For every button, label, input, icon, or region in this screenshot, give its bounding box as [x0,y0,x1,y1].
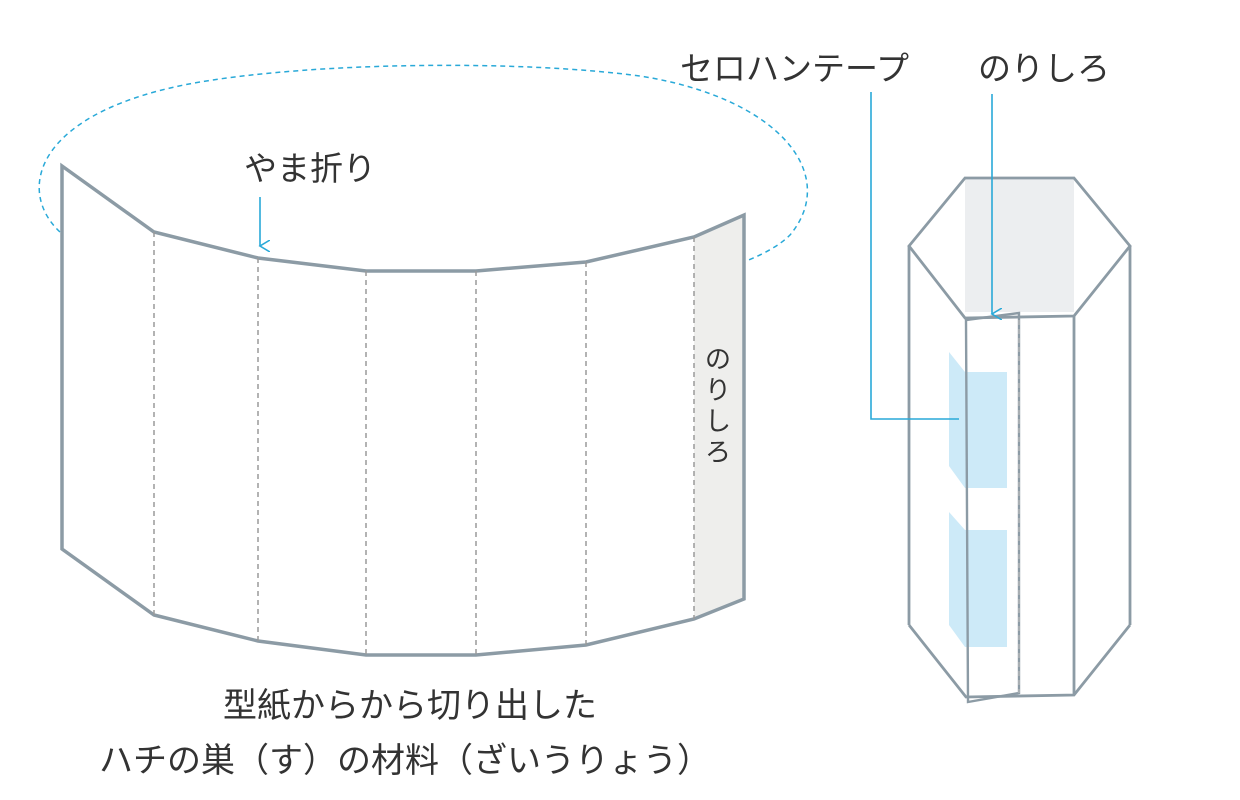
paper-strip: やま折り の り し ろ [38,64,809,657]
glue-tab-char: り [705,376,731,406]
hexagonal-prism: セロハンテープ のりしろ [680,49,1132,704]
cellophane-tape-label: セロハンテープ [680,49,909,88]
roll-direction-dashed-arc [38,64,809,277]
strip-outline [60,162,746,657]
caption-line-1: 型紙からから切り出した [223,686,597,726]
tape-piece-lower [949,512,1007,647]
mountain-fold-label: やま折り [244,149,376,188]
glue-tab-area [694,215,744,619]
glue-tab-char: し [705,407,731,437]
glue-tab-char: ろ [705,438,731,468]
glue-tab-vertical-label: の り し ろ [705,345,731,468]
caption-line-2: ハチの巣（す）の材料（ざいうりょう） [99,741,711,781]
glue-tab-char: の [705,345,731,375]
cellophane-tape-leader-line [870,92,959,420]
fold-lines [153,232,695,655]
glue-tab-label: のりしろ [978,49,1110,88]
prism-inner-face [965,178,1074,312]
prism-bottom-edge [907,624,1132,699]
tape-piece-upper [949,352,1007,488]
